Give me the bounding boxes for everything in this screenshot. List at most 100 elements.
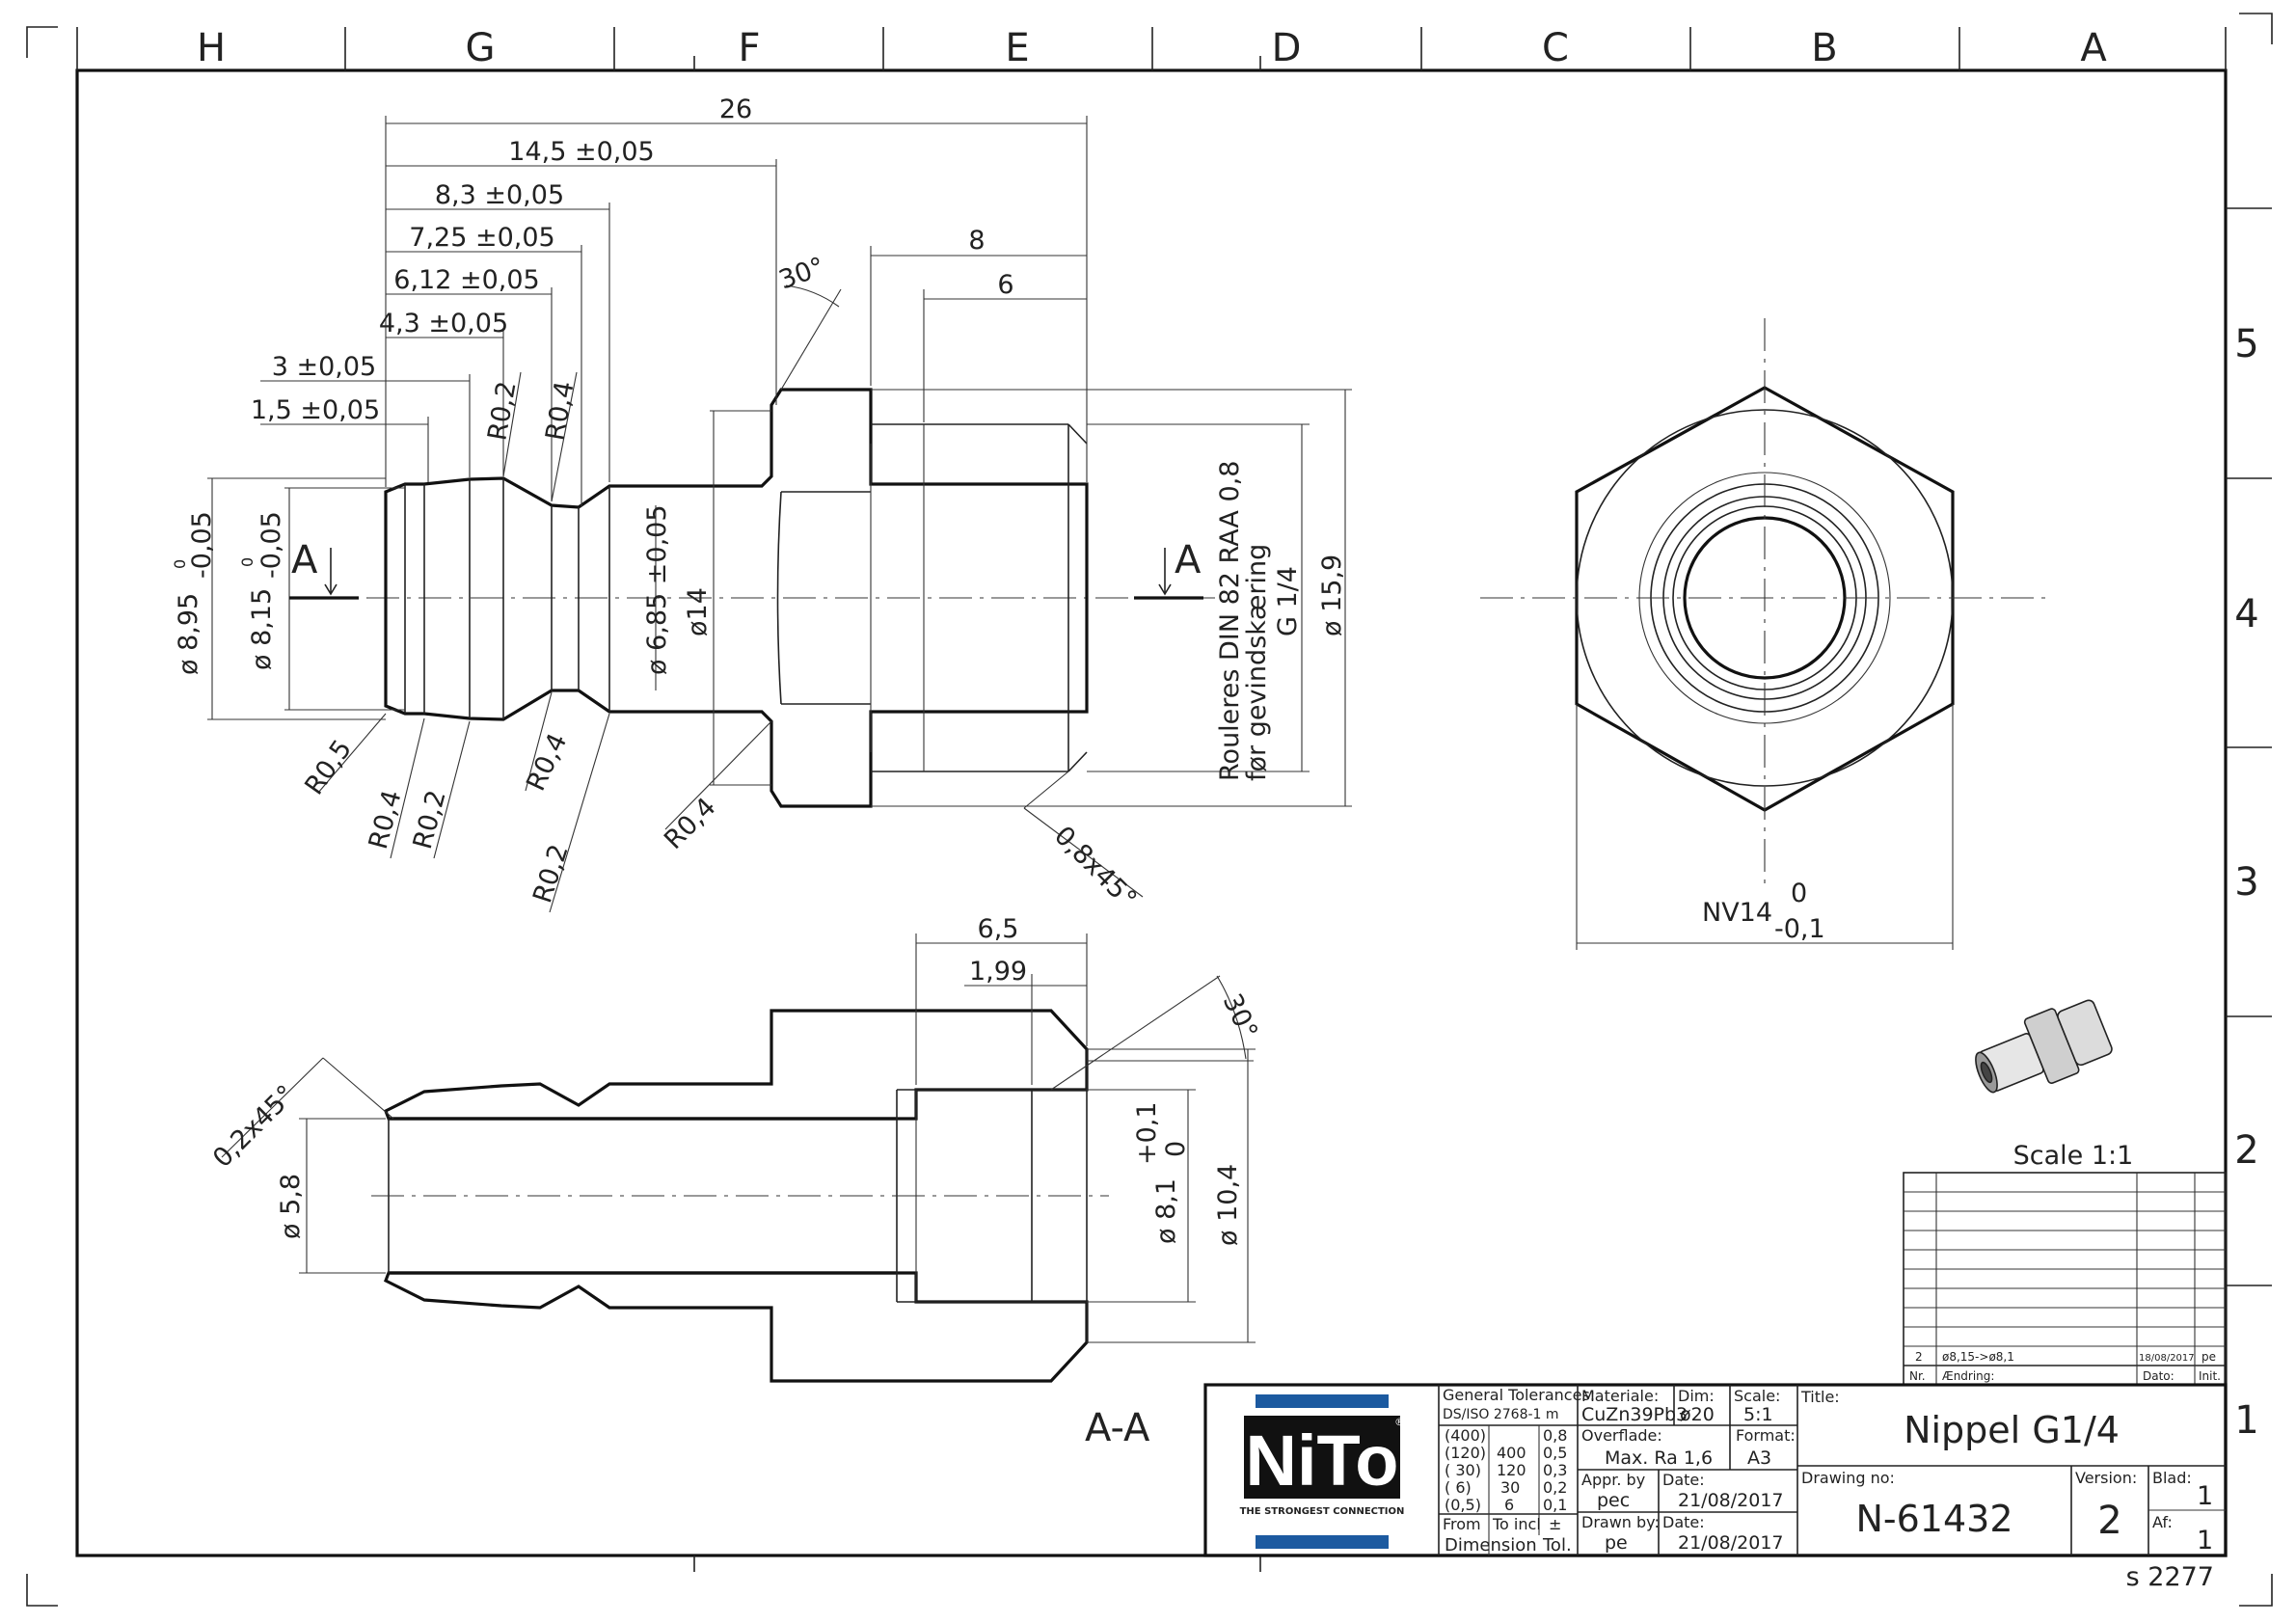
tol-cell: (120) [1445, 1444, 1486, 1462]
section-hatch-top [383, 1009, 1089, 1121]
dim-d8-95-tol-lower: -0,05 [187, 511, 217, 579]
rev-head-init: Init. [2199, 1369, 2221, 1383]
appr-value: pec [1597, 1490, 1630, 1511]
rev-head-change: Ændring: [1942, 1369, 1994, 1383]
iso-scale-label: Scale 1:1 [2013, 1141, 2134, 1171]
tol-cell: 30 [1500, 1478, 1520, 1497]
note-roll-line3: G 1/4 [1273, 566, 1303, 636]
tol-dimension: Dimension [1445, 1535, 1537, 1555]
appr-label: Appr. by [1581, 1471, 1645, 1489]
dim-d8-1: ø 8,1 [1151, 1178, 1181, 1244]
tol-cell: 0,1 [1543, 1496, 1567, 1514]
grid-row-4: 4 [2234, 592, 2258, 636]
tol-cell: 0,2 [1543, 1478, 1567, 1497]
grid-col-d: D [1272, 26, 1302, 70]
tol-cell: 0,5 [1543, 1444, 1567, 1462]
drawing-no-label: Drawing no: [1801, 1469, 1895, 1487]
blad-label: Blad: [2152, 1469, 2192, 1487]
radius-r0-4-top: R0,4 [540, 379, 580, 443]
format-label: Format: [1736, 1426, 1796, 1445]
dim-d5-8: ø 5,8 [276, 1174, 306, 1239]
dim-d14: ø14 [683, 587, 713, 636]
section-mark-a-right: A [1175, 538, 1202, 582]
dim-d15-9: ø 15,9 [1317, 555, 1347, 636]
general-tolerances-label: General Tolerances: [1443, 1386, 1595, 1404]
dim-nv14-tol-lower: -0,1 [1774, 914, 1825, 944]
tol-cell: (400) [1445, 1426, 1486, 1445]
section-mark-a-left: A [291, 538, 318, 582]
material-value: CuZn39Pb3 [1581, 1404, 1688, 1425]
title-block: NiTo ® THE STRONGEST CONNECTION General … [1203, 1383, 2228, 1557]
af-value: 1 [2197, 1526, 2213, 1555]
grid-col-b: B [1811, 26, 1837, 70]
tol-cell: 6 [1504, 1496, 1514, 1514]
radius-r0-2-a: R0,2 [408, 787, 452, 852]
grid-col-e: E [1005, 26, 1029, 70]
dim-label: Dim: [1678, 1387, 1715, 1405]
end-view-hex: NV14 0 -0,1 [1480, 318, 2049, 950]
top-view-profile: 26 14,5 ±0,05 8,3 ±0,05 7,25 ±0,05 6,12 … [171, 95, 1352, 914]
tol-cell: ( 6) [1445, 1478, 1472, 1497]
tolerance-table: (400) 0,8 (120) 400 0,5 ( 30) 120 0,3 ( … [1445, 1426, 1567, 1514]
dim-1-5: 1,5 ±0,05 [251, 395, 380, 425]
scale-value: 5:1 [1743, 1404, 1773, 1425]
grid-row-5: 5 [2234, 322, 2258, 366]
general-tolerances-std: DS/ISO 2768-1 m [1443, 1407, 1559, 1422]
dim-value: ø20 [1680, 1404, 1715, 1425]
angle-30-top: 30° [775, 252, 829, 295]
tol-to: To incl [1492, 1515, 1541, 1533]
note-roll-line2: før gevindskæring [1242, 544, 1272, 781]
dim-4-3: 4,3 ±0,05 [379, 309, 508, 338]
drawing-number: N-61432 [1855, 1498, 2012, 1540]
dim-d10-4: ø 10,4 [1213, 1164, 1243, 1246]
section-label-a-a: A-A [1085, 1406, 1150, 1450]
tol-cell: ( 30) [1445, 1461, 1481, 1479]
rev-head-date: Dato: [2143, 1369, 2174, 1383]
tol-tol: Tol. [1542, 1535, 1572, 1555]
appr-date-label: Date: [1662, 1471, 1705, 1489]
appr-date-value: 21/08/2017 [1678, 1490, 1784, 1511]
radius-r0-4-b: R0,4 [521, 729, 573, 796]
grid-row-labels: 5 4 3 2 1 [2234, 322, 2258, 1443]
tol-cell: 0,8 [1543, 1426, 1567, 1445]
drawn-date-label: Date: [1662, 1513, 1705, 1531]
radius-r0-4-a: R0,4 [364, 787, 408, 852]
grid-col-f: F [738, 26, 760, 70]
grid-col-h: H [197, 26, 226, 70]
iso-part-sketch [1975, 999, 2113, 1094]
radius-r0-4-c: R0,4 [659, 792, 722, 855]
dim-3: 3 ±0,05 [272, 352, 377, 382]
version-value: 2 [2097, 1499, 2121, 1543]
logo-reg: ® [1394, 1416, 1405, 1428]
rev-row-date: 18/08/2017 [2139, 1353, 2195, 1364]
tol-cell: (0,5) [1445, 1496, 1481, 1514]
radius-r0-2-b: R0,2 [527, 841, 575, 906]
dim-7-25: 7,25 ±0,05 [409, 223, 554, 253]
blad-value: 1 [2197, 1481, 2213, 1511]
sheet-code: s 2277 [2126, 1562, 2214, 1592]
tol-cell: 0,3 [1543, 1461, 1567, 1479]
dim-1-99: 1,99 [969, 957, 1027, 987]
dim-d8-95: ø 8,95 [174, 593, 203, 675]
rev-row-change: ø8,15->ø8,1 [1942, 1350, 2014, 1364]
drawing-title: Nippel G1/4 [1904, 1409, 2120, 1451]
version-label: Version: [2075, 1469, 2137, 1487]
section-view-a-a: 6,5 1,99 30° 0,2x45° ø 5,8 ø 8,1 +0,1 0 … [207, 914, 1263, 1450]
rev-row-nr: 2 [1915, 1350, 1923, 1364]
dim-nv14-tol-upper: 0 [1791, 879, 1807, 908]
grid-col-a: A [2080, 26, 2107, 70]
grid-row-1: 1 [2234, 1398, 2258, 1443]
drawn-label: Drawn by: [1581, 1513, 1660, 1531]
tol-pm: ± [1549, 1515, 1561, 1533]
grid-col-g: G [466, 26, 496, 70]
dim-26: 26 [719, 95, 752, 124]
dim-6: 6 [997, 270, 1013, 300]
chamfer-0-8x45: 0,8x45° [1048, 821, 1142, 914]
dim-6-12: 6,12 ±0,05 [393, 265, 539, 295]
tol-from: From [1443, 1515, 1481, 1533]
dim-d6-85: ø 6,85 ±0,05 [642, 504, 672, 675]
dim-8-3: 8,3 ±0,05 [435, 180, 564, 210]
note-roll-line1: Rouleres DIN 82 RAA 0,8 [1215, 461, 1245, 781]
iso-view: Scale 1:1 [1975, 999, 2134, 1171]
